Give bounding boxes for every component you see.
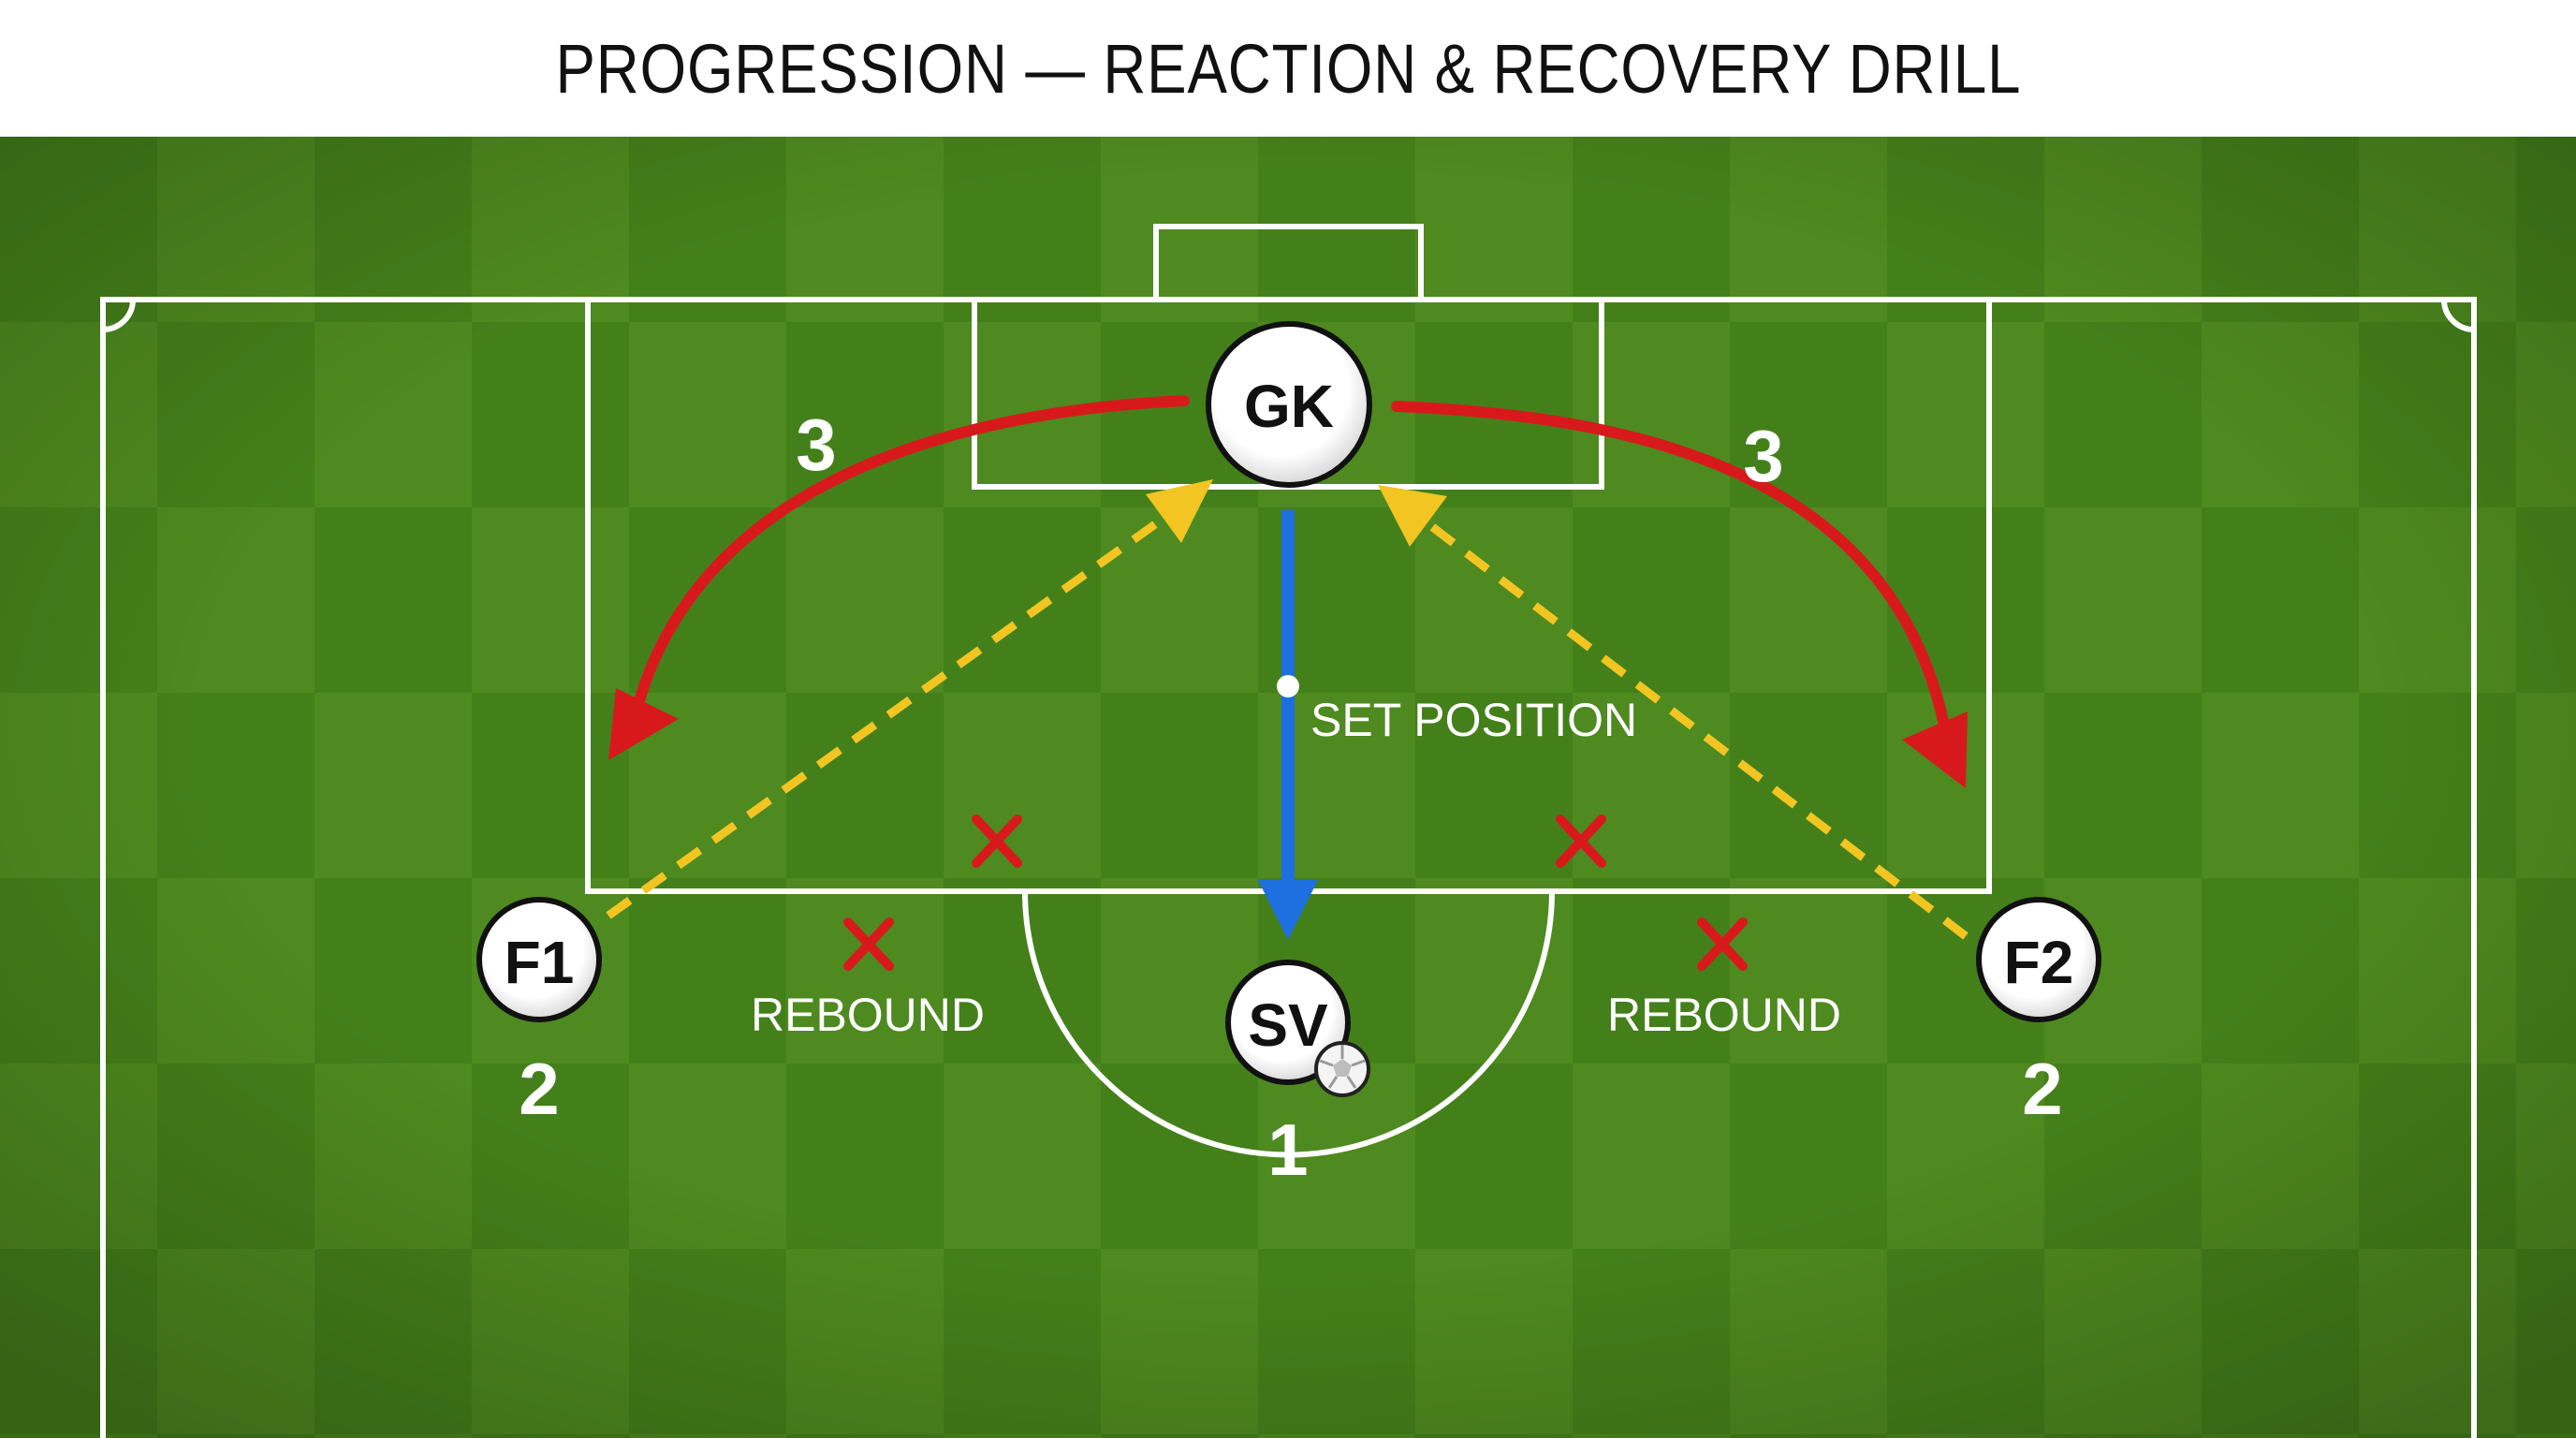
player-circle [1206,321,1372,488]
player-label: F2 [2004,929,2074,996]
drill-title: PROGRESSION — REACTION & RECOVERY DRILL [555,29,2021,108]
penalty-arc [1022,890,1555,1158]
player-sv: SV [1225,960,1351,1085]
set-position-dot [1277,675,1299,697]
shot-arrowhead-f2 [1378,485,1447,547]
rebound-x-marker [972,814,1022,868]
set-position-arrowhead [1258,880,1318,940]
step-number-f2: 2 [2022,1048,2062,1130]
player-gk: GK [1206,321,1372,488]
shot-line-f1 [606,511,1171,919]
recovery-arc-right [1391,401,1953,745]
recovery-arrows [608,395,1968,788]
recovery-arc-left [626,395,1190,736]
player-label: F1 [505,929,575,996]
step-number-f1: 2 [519,1048,559,1130]
corner-arc-right [2441,299,2475,332]
player-label: GK [1244,373,1334,440]
step-number-recovery-right: 3 [1743,415,1783,497]
step-number-recovery-left: 3 [796,404,836,486]
shot-lines [606,479,1969,940]
player-label: SV [1248,991,1328,1059]
rebound-label-left: REBOUND [751,989,985,1041]
recovery-arrowhead-left [608,688,679,760]
shot-arrowhead-f1 [1146,479,1213,543]
player-f2: F2 [1976,897,2101,1022]
pitch-diagram: GK F1 F2 SV SET POSITION REBOUND REBOUND… [0,137,2576,1438]
player-f1: F1 [476,897,602,1022]
rebound-label-right: REBOUND [1607,989,1841,1041]
player-circle [476,897,602,1022]
player-circle [1225,960,1351,1085]
rebound-x-marker [1697,917,1748,971]
ball-icon [1314,1041,1370,1097]
header: PROGRESSION — REACTION & RECOVERY DRILL [0,0,2576,137]
shot-line-f2 [1420,516,1969,940]
set-position-label: SET POSITION [1310,694,1637,746]
pitch-lines [100,224,2477,1438]
step-number-sv: 1 [1267,1108,1308,1191]
rebound-x-marker [1556,814,1606,868]
player-circle [1976,897,2101,1022]
corner-arc-left [102,299,136,332]
set-position-arrow [1258,510,1318,940]
rebound-x-marker [843,917,894,971]
recovery-arrowhead-right [1902,712,1968,788]
rebound-markers [843,814,1748,971]
